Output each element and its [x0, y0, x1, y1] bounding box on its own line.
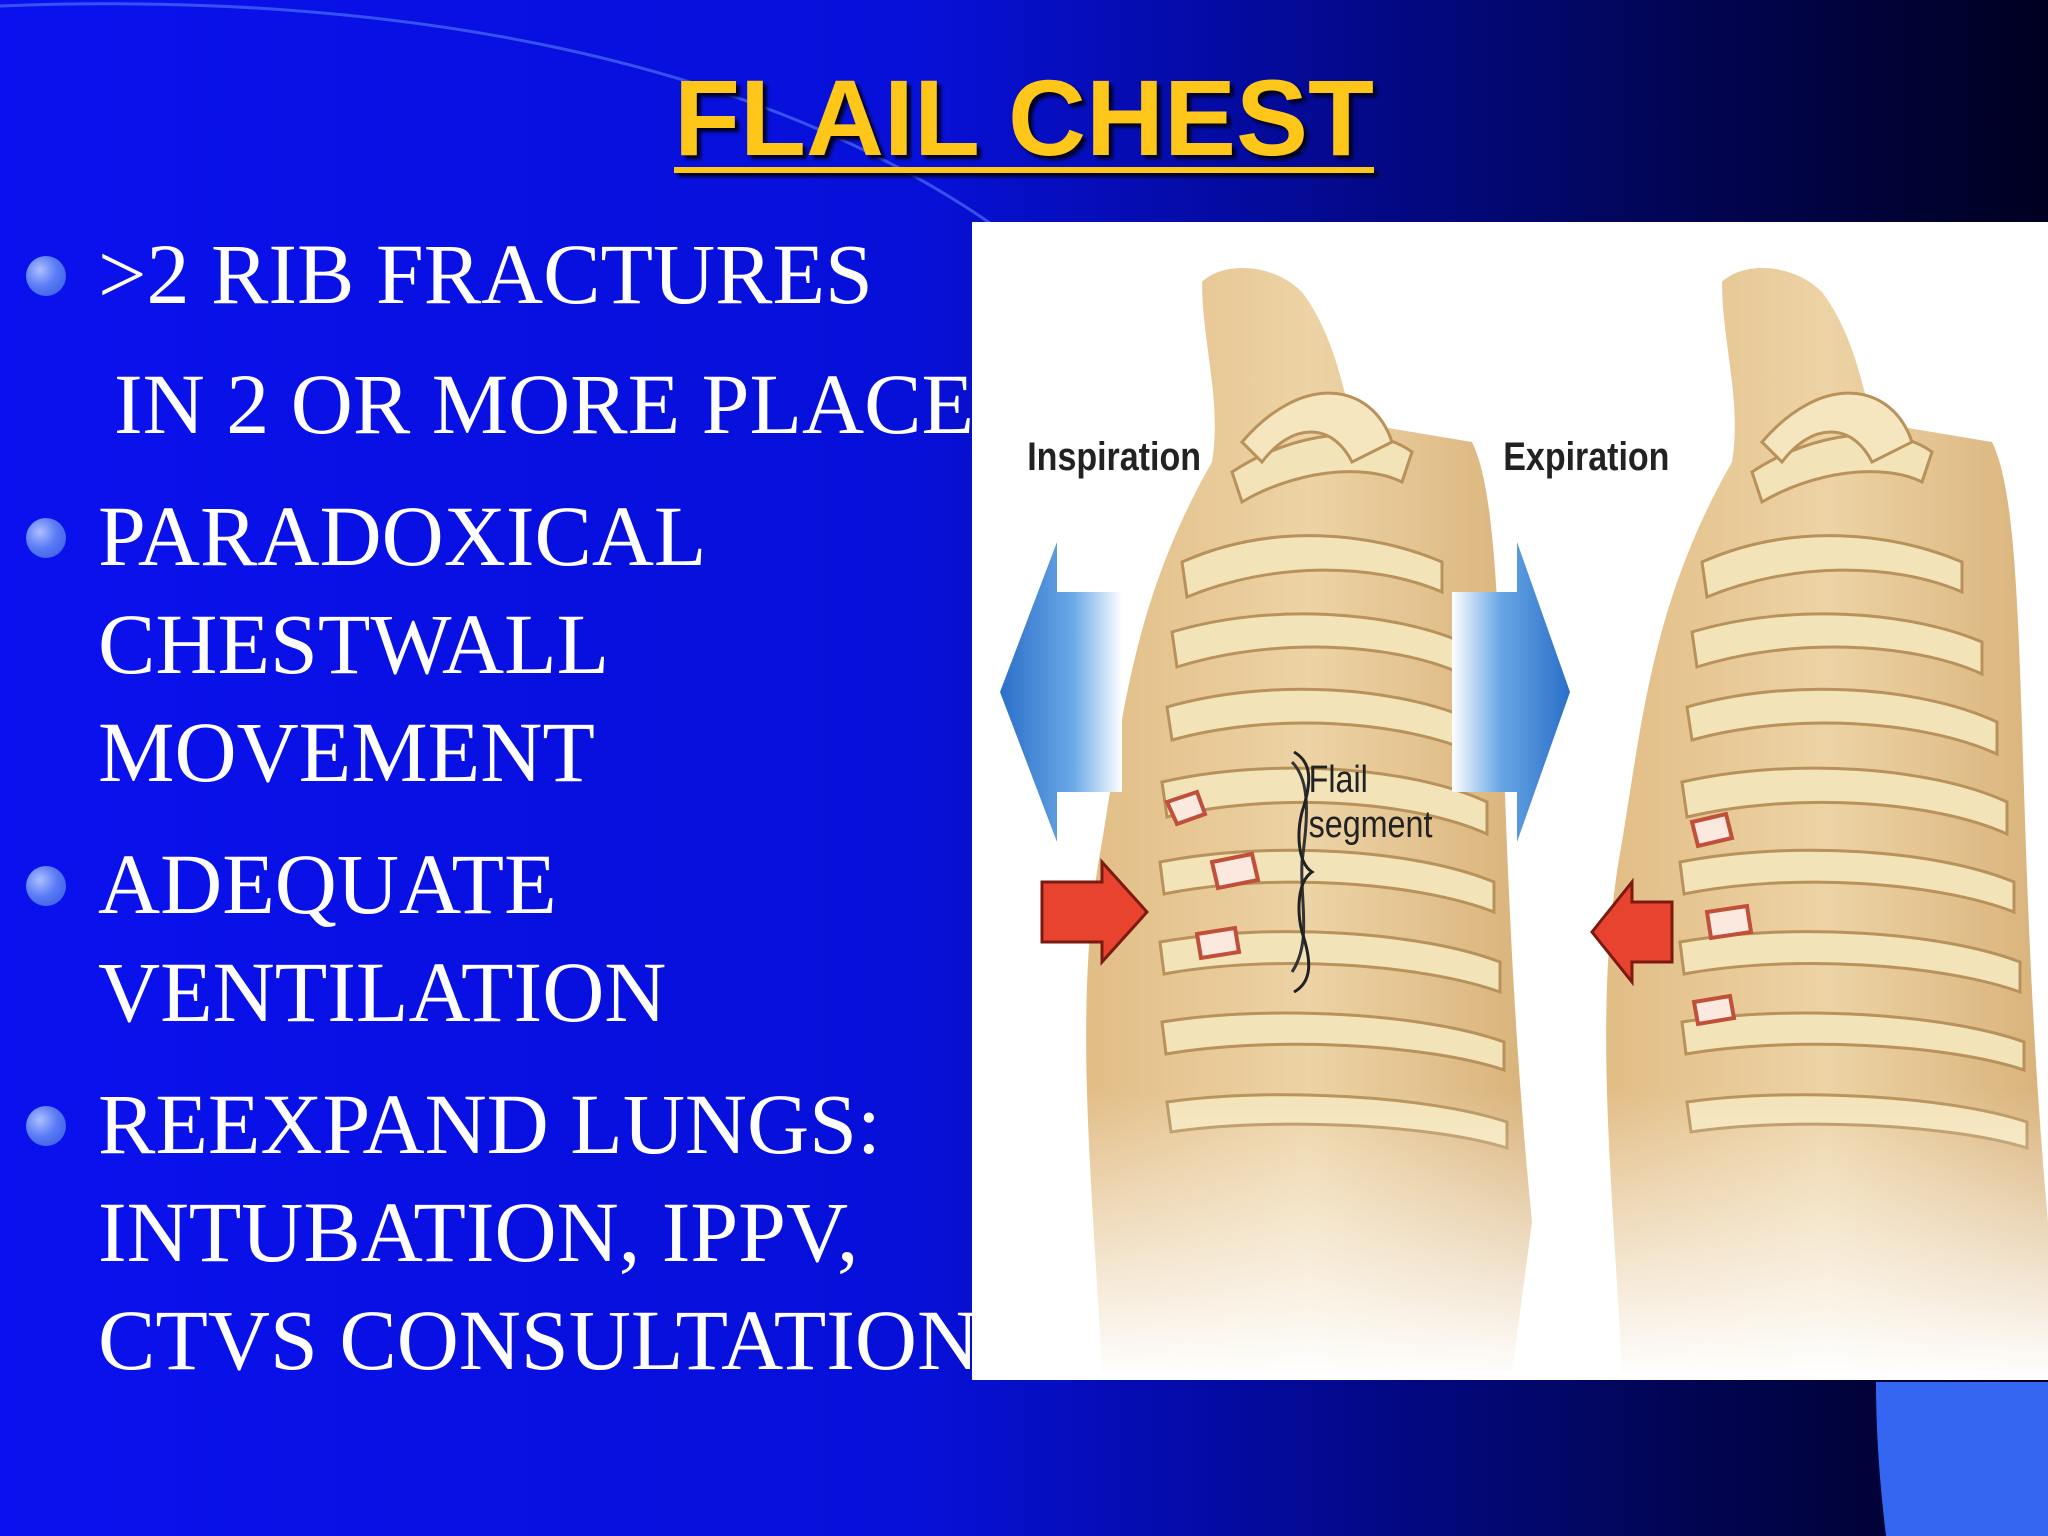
label-expiration: Expiration [1503, 433, 1669, 478]
bullet-2-line-3: MOVEMENT [98, 704, 595, 800]
bullet-2-line-2: CHESTWALL [98, 596, 610, 692]
bullet-1-line-1: >2 RIB FRACTURES [98, 226, 873, 322]
bullet-4-line-3: CTVS CONSULTATION [98, 1292, 980, 1388]
bullet-1-line-2: IN 2 OR MORE PLACES [114, 356, 1022, 452]
flail-chest-illustration: Inspiration Expiration Flail segment [972, 222, 2048, 1380]
bullet-dot-1 [26, 256, 66, 296]
flail-brace [1293, 750, 1315, 994]
bullet-dot-2 [26, 518, 66, 558]
label-segment: segment [1309, 804, 1433, 846]
bullet-4-line-2: INTUBATION, IPPV, [98, 1184, 859, 1280]
bullet-3-line-1: ADEQUATE [98, 836, 557, 932]
label-flail: Flail [1309, 759, 1368, 801]
label-inspiration: Inspiration [1027, 433, 1201, 478]
slide-title: FLAIL CHEST [674, 57, 1374, 178]
bullet-dot-4 [26, 1106, 66, 1146]
bullet-dot-3 [26, 866, 66, 906]
illustration-svg: Inspiration Expiration Flail segment [972, 222, 2048, 1380]
left-torso [972, 222, 1532, 1380]
bullet-2-line-1: PARADOXICAL [98, 488, 707, 584]
bullet-4-line-1: REEXPAND LUNGS: [98, 1076, 881, 1172]
corner-decoration [1876, 1382, 2048, 1536]
bullet-3-line-2: VENTILATION [98, 944, 667, 1040]
right-torso [1452, 222, 2048, 1380]
